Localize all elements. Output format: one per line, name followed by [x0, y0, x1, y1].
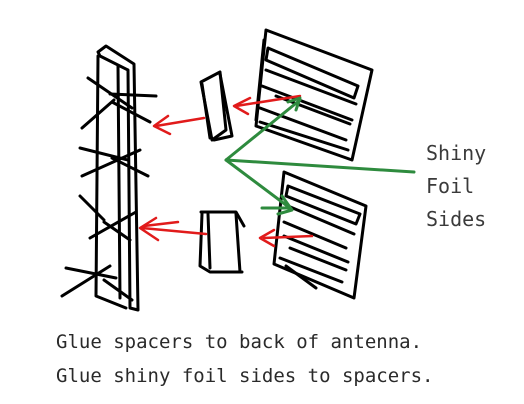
green-pointers	[224, 96, 416, 216]
red-arrows	[138, 94, 314, 248]
arrow-foil-to-upper-spacer	[232, 94, 302, 116]
antenna-sketch	[60, 44, 158, 312]
label-sides: Sides	[426, 207, 487, 231]
label-foil: Foil	[426, 174, 475, 198]
label-shiny: Shiny	[426, 141, 487, 165]
caption-line-1: Glue spacers to back of antenna.	[56, 331, 423, 353]
upper-spacer	[199, 70, 234, 142]
arrow-foil-to-lower-spacer	[258, 228, 314, 248]
caption-line-2: Glue shiny foil sides to spacers.	[56, 365, 434, 387]
upper-foil-panel	[254, 28, 374, 162]
arrow-lower-spacer-to-antenna	[138, 216, 208, 242]
lower-spacer	[198, 210, 246, 274]
lower-foil-panel	[272, 170, 368, 300]
arrow-upper-spacer-to-antenna	[152, 114, 206, 136]
